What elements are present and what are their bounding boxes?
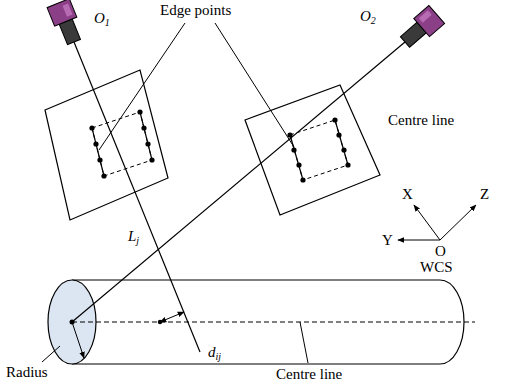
axis-label: X bbox=[402, 186, 413, 203]
edge-segment bbox=[335, 120, 348, 165]
projected-contour bbox=[290, 120, 348, 180]
camera bbox=[397, 5, 444, 51]
leader-line bbox=[42, 346, 60, 362]
frame-label: WCS bbox=[420, 259, 453, 276]
axis-label: Z bbox=[480, 186, 489, 203]
centre-point bbox=[158, 320, 162, 324]
edge-segment bbox=[92, 128, 104, 176]
camera bbox=[47, 0, 85, 47]
image-plane bbox=[45, 70, 168, 220]
axis-label: Y bbox=[382, 232, 393, 249]
callout-label: Edge points bbox=[160, 2, 231, 19]
camera-label: O1 bbox=[94, 10, 110, 27]
callout-label: Radius bbox=[6, 364, 48, 381]
projection-ray bbox=[74, 42, 200, 352]
callout-label: Centre line bbox=[276, 366, 342, 383]
distance-label: dij bbox=[208, 344, 221, 361]
leader-line bbox=[215, 23, 294, 147]
edge-segment bbox=[290, 135, 303, 180]
camera-label: O2 bbox=[360, 8, 376, 25]
leader-line bbox=[99, 23, 185, 150]
radius-arrow bbox=[72, 322, 84, 358]
axis-arrow bbox=[414, 205, 440, 240]
leader-line bbox=[300, 322, 308, 363]
image-plane bbox=[245, 85, 380, 215]
distance-arrow bbox=[160, 312, 184, 322]
projection-ray bbox=[72, 42, 405, 322]
projected-contour bbox=[92, 112, 152, 176]
edge-segment bbox=[140, 112, 152, 160]
callout-label: Centre line bbox=[388, 112, 454, 129]
axis-arrow bbox=[398, 240, 440, 241]
centre-line bbox=[72, 322, 475, 323]
axis-label: O bbox=[435, 243, 446, 260]
axis-arrow bbox=[440, 205, 476, 240]
ray-label: Lj bbox=[128, 228, 139, 245]
